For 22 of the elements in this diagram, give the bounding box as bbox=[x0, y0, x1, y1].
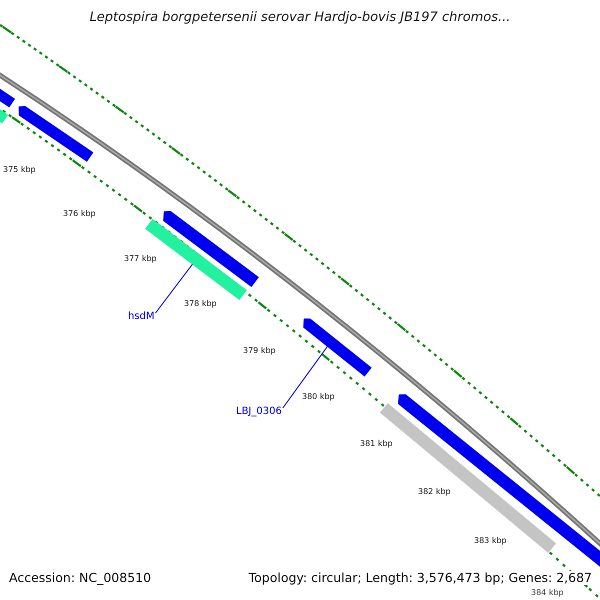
scale-label: 376 kbp bbox=[63, 209, 96, 218]
gene-arrow bbox=[163, 210, 259, 288]
gene-feature-bar bbox=[380, 403, 556, 553]
gene-label: hsdM bbox=[128, 311, 155, 322]
scale-label: 382 kbp bbox=[418, 487, 451, 496]
scale-label: 377 kbp bbox=[124, 254, 157, 263]
scale-label: 375 kbp bbox=[3, 165, 36, 174]
summary-text: Topology: circular; Length: 3,576,473 bp; Genes: 2,687 bbox=[248, 571, 592, 585]
scale-label: 384 kbp bbox=[531, 588, 564, 597]
accession-text: Accession: NC_008510 bbox=[9, 571, 152, 585]
leader-line bbox=[155, 264, 193, 314]
gene-arrow bbox=[18, 106, 94, 162]
gene-arrow bbox=[398, 394, 600, 567]
leader-line bbox=[282, 346, 328, 408]
scale-label: 378 kbp bbox=[184, 299, 217, 308]
scale-label: 381 kbp bbox=[360, 439, 393, 448]
scale-label: 383 kbp bbox=[474, 536, 507, 545]
scale-label: 380 kbp bbox=[302, 392, 335, 401]
gene-arrow bbox=[303, 318, 372, 377]
scale-label: 379 kbp bbox=[243, 346, 276, 355]
chart-title: Leptospira borgpetersenii serovar Hardjo-bovis JB197 chromos... bbox=[88, 10, 512, 25]
gene-label: LBJ_0306 bbox=[236, 406, 282, 417]
